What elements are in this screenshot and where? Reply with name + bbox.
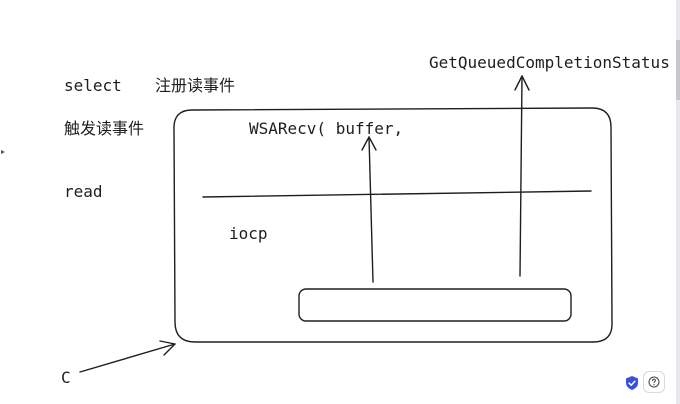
- label-select[interactable]: select: [64, 76, 122, 95]
- help-icon: [648, 376, 660, 388]
- scrollbar-thumb[interactable]: [676, 40, 680, 100]
- label-c[interactable]: C: [61, 368, 71, 387]
- outer-box[interactable]: [173, 107, 613, 343]
- label-getqueued[interactable]: GetQueuedCompletionStatus: [429, 53, 670, 72]
- buffer-box[interactable]: [298, 288, 572, 322]
- shield-icon[interactable]: [621, 372, 643, 394]
- arrow-to-wsarecv[interactable]: [361, 136, 377, 283]
- label-wsarecv[interactable]: WSARecv( buffer,: [249, 119, 404, 138]
- label-read[interactable]: read: [64, 182, 103, 201]
- help-button[interactable]: [643, 371, 665, 393]
- label-trigger-read-event[interactable]: 触发读事件: [64, 119, 145, 138]
- vertical-scrollbar[interactable]: [676, 0, 680, 404]
- divider-line[interactable]: [202, 190, 592, 198]
- cursor-indicator: [0, 140, 6, 154]
- arrow-to-getqueued[interactable]: [514, 75, 530, 277]
- label-register-read-event[interactable]: 注册读事件: [155, 76, 236, 95]
- label-iocp[interactable]: iocp: [229, 224, 268, 243]
- arrow-from-c[interactable]: [79, 340, 176, 373]
